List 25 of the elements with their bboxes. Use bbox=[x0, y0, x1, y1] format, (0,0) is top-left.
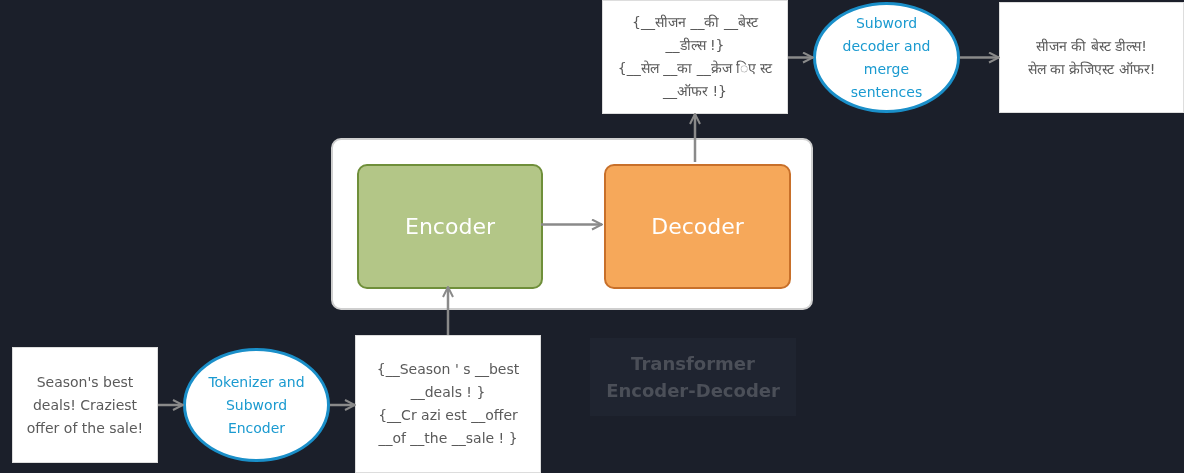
node-text: Tokenizer and Subword Encoder bbox=[207, 372, 306, 438]
arrow bbox=[788, 51, 814, 64]
block-label: Decoder bbox=[651, 215, 744, 238]
node-text: सीजन की बेस्ट डील्स! bbox=[1036, 36, 1147, 56]
node-text: सेल का क्रेजिएस्ट ऑफर! bbox=[1027, 59, 1156, 79]
token-box bbox=[355, 335, 541, 473]
node-text: Subword decoder and merge sentences bbox=[841, 13, 932, 102]
node-text: {__Cr azi est __offer __of __the __sale ! } bbox=[377, 406, 519, 448]
block-label: Encoder bbox=[405, 215, 495, 238]
decoder-block bbox=[604, 164, 791, 289]
arrow bbox=[442, 286, 454, 335]
text-box bbox=[12, 347, 158, 463]
encoder-block bbox=[357, 164, 543, 289]
text-box bbox=[999, 2, 1184, 113]
arrow bbox=[158, 399, 184, 411]
node-text: {__Season ' s __best __deals ! } bbox=[375, 360, 521, 402]
node-text: Season's best deals! Craziest offer of the sale! bbox=[25, 372, 145, 438]
arrow bbox=[960, 51, 1000, 64]
node-text: {__सीजन __की __बेस्ट __डील्स !} bbox=[631, 13, 760, 55]
arrow bbox=[689, 113, 701, 162]
arrow bbox=[330, 399, 356, 411]
token-box bbox=[602, 0, 788, 114]
container-box bbox=[331, 138, 813, 310]
node-text: {__सेल __का __क्रेज िए स्ट __ऑफर !} bbox=[616, 59, 774, 101]
arrow bbox=[541, 218, 603, 231]
